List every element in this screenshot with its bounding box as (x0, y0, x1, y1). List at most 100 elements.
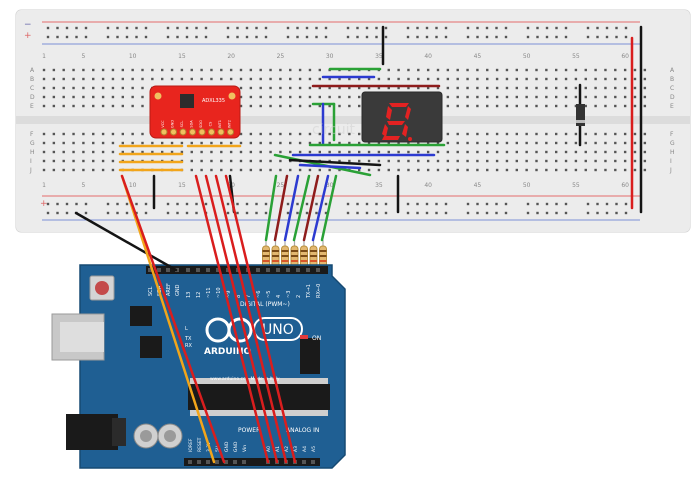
rail-hole (365, 26, 369, 30)
rail-hole (495, 35, 498, 39)
rail-hole (106, 211, 110, 215)
row-letter: B (30, 76, 34, 83)
hole (141, 141, 144, 145)
hole (407, 68, 410, 72)
hole (633, 132, 637, 136)
resistor-band (291, 260, 298, 262)
rail-hole (305, 26, 309, 30)
hole (555, 150, 558, 154)
hole (377, 150, 381, 154)
hole (279, 95, 282, 99)
digital-pin-label: 7 (246, 295, 252, 298)
hole (151, 68, 154, 72)
hole (643, 86, 647, 90)
hole (614, 95, 617, 99)
column-number: 25 (277, 182, 285, 189)
hole (298, 77, 302, 81)
column-number: 15 (178, 182, 186, 189)
hole (436, 159, 440, 163)
hole (338, 141, 341, 145)
hole (584, 150, 587, 154)
header-socket (256, 268, 260, 272)
wire-blue-r3 (283, 174, 300, 242)
hole (426, 77, 430, 81)
hole (279, 141, 282, 145)
column-number: 50 (523, 182, 531, 189)
hole (535, 95, 538, 99)
rail-hole (526, 211, 530, 215)
hole (426, 86, 430, 90)
rail-hole (435, 211, 438, 215)
hole (387, 150, 390, 154)
hole (574, 168, 578, 172)
hole (387, 68, 390, 72)
power-header-label: POWER (238, 427, 260, 434)
row-letter: J (29, 167, 32, 174)
hole (495, 150, 499, 154)
hole (239, 95, 243, 99)
hole (131, 104, 134, 108)
resistor-band (300, 250, 308, 252)
hole (397, 68, 400, 72)
hole (279, 77, 282, 81)
hole (210, 168, 213, 172)
rail-hole (624, 26, 628, 30)
segment-b (405, 106, 411, 120)
rail-hole (476, 35, 479, 39)
hole (564, 132, 568, 136)
hole (486, 150, 489, 154)
resistor-band (319, 260, 327, 262)
icsp-header-left (130, 306, 152, 326)
wire-green-r7 (320, 174, 338, 242)
reset-button[interactable] (95, 281, 109, 295)
hole (614, 150, 617, 154)
hole (466, 104, 469, 108)
hole (623, 77, 627, 81)
rail-hole (564, 202, 568, 206)
rail-hole (204, 26, 208, 30)
hole (426, 68, 430, 72)
rail-hole (504, 202, 508, 206)
hole (318, 141, 321, 145)
hole (505, 159, 509, 163)
hole (92, 68, 95, 72)
hole (52, 132, 56, 136)
hole (338, 86, 341, 90)
column-number: 40 (424, 53, 432, 60)
hole (387, 141, 390, 145)
rail-hole (444, 26, 448, 30)
hole (535, 132, 538, 136)
hole (82, 68, 85, 72)
hole (92, 95, 95, 99)
hole (505, 141, 509, 145)
header-socket (216, 268, 220, 272)
segment-c (402, 124, 408, 137)
power-pin-label: RESET (197, 437, 203, 452)
hole (279, 104, 282, 108)
hole (358, 141, 361, 145)
hole (564, 168, 568, 172)
hole (407, 77, 410, 81)
row-letter: I (30, 158, 32, 165)
rail-hole (56, 202, 59, 206)
hole (229, 141, 233, 145)
rail-hole (444, 202, 448, 206)
hole (417, 168, 420, 172)
hole (121, 95, 124, 99)
hole (495, 86, 499, 90)
hole (643, 132, 647, 136)
long-wires (74, 174, 297, 464)
rail-hole (416, 202, 419, 206)
wire-yellow-long (120, 174, 216, 464)
rail-hole (416, 211, 419, 215)
wire-darkred-r5 (302, 174, 320, 242)
wire-green-r1 (264, 174, 278, 242)
row-letter: G (670, 140, 675, 147)
rail-hole (375, 35, 378, 39)
hole (367, 86, 371, 90)
hole (220, 159, 223, 163)
hole (62, 95, 65, 99)
hole (643, 141, 647, 145)
hole (62, 168, 65, 172)
